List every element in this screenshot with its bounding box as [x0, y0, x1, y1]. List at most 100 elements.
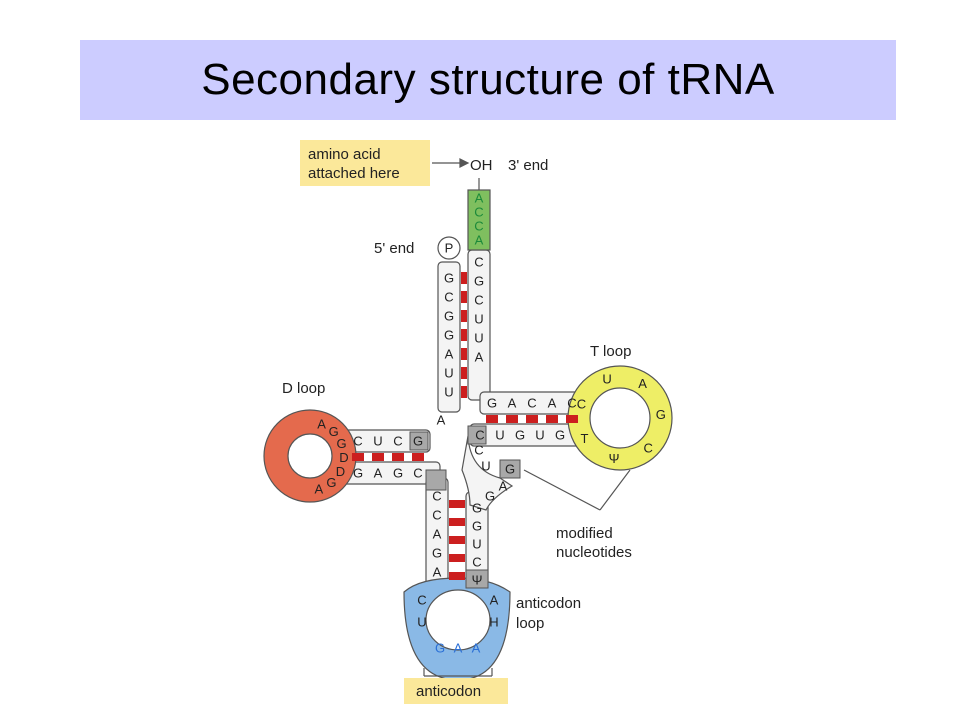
base-pair-bond [566, 415, 578, 423]
modified-label-line1: modified [556, 525, 613, 542]
nucleotide-acceptor-tail: A [475, 191, 484, 206]
nucleotide-t-bottom: U [495, 428, 504, 443]
nucleotide-ac-left: G [432, 546, 442, 561]
nucleotide-ac-loop-right: A [490, 593, 499, 608]
nucleotide-acceptor-tail: C [474, 219, 483, 234]
nucleotide-acceptor-5: C [444, 290, 453, 305]
five-end-label: 5' end [374, 240, 414, 257]
nucleotide-d-bottom: G [393, 466, 403, 481]
nucleotide-ac-right: G [472, 501, 482, 516]
nucleotide-ac-left: C [432, 489, 441, 504]
base-pair-bond [352, 453, 364, 461]
amino-acid-arrowhead [459, 158, 470, 168]
nucleotide-acceptor-3: U [474, 312, 483, 327]
nucleotide-variable: A [499, 479, 508, 494]
nucleotide-d-loop: D [336, 464, 345, 479]
nucleotide-d-loop: G [337, 436, 347, 451]
nucleotide-ac-left: A [433, 565, 442, 580]
oh-label: OH [470, 157, 493, 174]
base-pair-bond [461, 310, 467, 322]
nucleotide-connector: A [437, 413, 446, 428]
nucleotide-t-top: G [487, 396, 497, 411]
nucleotide-acceptor-5: G [444, 309, 454, 324]
nucleotide-d-loop: A [317, 417, 326, 432]
nucleotide-ac-loop-left: C [417, 593, 426, 608]
nucleotide-d-bottom: A [374, 466, 383, 481]
backbone [263, 189, 673, 681]
nucleotide-t-loop: Ψ [609, 451, 620, 466]
anticodon-loop-label-line2: loop [516, 615, 544, 632]
acceptor-5-strand [437, 261, 461, 413]
nucleotide-d-bottom: G [353, 466, 363, 481]
nucleotide-acceptor-3: A [475, 350, 484, 365]
nucleotide-acceptor-3: C [474, 293, 483, 308]
base-pair-bond [506, 415, 518, 423]
nucleotide-anticodon: G [435, 641, 445, 656]
nucleotide-t-loop: A [638, 376, 647, 391]
modified-mark [467, 425, 487, 445]
nucleotide-d-loop: G [326, 475, 336, 490]
nucleotide-acceptor-5: U [444, 366, 453, 381]
nucleotide-t-top: C [527, 396, 536, 411]
nucleotide-variable: U [481, 459, 490, 474]
nucleotide-ac-right: U [472, 537, 481, 552]
anticodon-label: anticodon [416, 683, 481, 700]
nucleotide-ac-right: Ψ [472, 573, 483, 588]
nucleotide-ac-loop-left: U [417, 615, 426, 630]
nucleotide-t-bottom: C [475, 428, 484, 443]
nucleotide-acceptor-5: A [445, 347, 454, 362]
nucleotide-ac-right: G [472, 519, 482, 534]
nucleotide-d-top: G [413, 434, 423, 449]
nucleotide-variable: G [485, 489, 495, 504]
nucleotide-t-loop: T [581, 431, 589, 446]
nucleotide-d-loop: A [314, 481, 323, 496]
base-pair-bond [486, 415, 498, 423]
base-pair-bond [461, 291, 467, 303]
nucleotide-t-bottom: G [555, 428, 565, 443]
nucleotide-acceptor-3: C [474, 255, 483, 270]
title-bar: Secondary structure of tRNA [80, 40, 896, 120]
nucleotide-t-top: A [508, 396, 517, 411]
pointer-lines [423, 158, 631, 677]
nucleotide-d-loop: G [329, 424, 339, 439]
base-pair-bond [546, 415, 558, 423]
nucleotide-ac-left: A [433, 527, 442, 542]
nucleotide-acceptor-5: G [444, 271, 454, 286]
amino-acid-label-box [300, 140, 430, 186]
nucleotide-acceptor-tail: A [475, 233, 484, 248]
modified-marks [409, 425, 521, 589]
amino-acid-label-line1: amino acid [308, 146, 381, 163]
base-pair-bond [449, 572, 465, 580]
t-loop-inner [589, 387, 651, 449]
nucleotide-variable: C [474, 443, 483, 458]
nucleotide-anticodon: A [472, 641, 481, 656]
base-pair-bond [449, 500, 465, 508]
anticodon-label-box [404, 678, 508, 704]
base-pair-bond [412, 453, 424, 461]
nucleotide-t-loop: C [643, 440, 652, 455]
base-pair-bond [461, 348, 467, 360]
nucleotide-t-loop: G [656, 407, 666, 422]
nucleotide-ac-loop-right: H [489, 615, 498, 630]
modified-mark [425, 469, 447, 491]
nucleotide-t-top: C [567, 396, 576, 411]
ac-loop-inner [425, 589, 491, 651]
nucleotide-acceptor-3: U [474, 331, 483, 346]
modified-mark [499, 459, 521, 479]
base-pair-bond [392, 453, 404, 461]
modified-pointer-2 [599, 469, 631, 511]
p-label: P [445, 241, 454, 256]
base-pair-bond [461, 367, 467, 379]
variable-loop [461, 435, 514, 511]
three-end-label: 3' end [508, 157, 548, 174]
base-pair-bond [461, 272, 467, 284]
anticodon-loop-label-line1: anticodon [516, 595, 581, 612]
t-loop-label: T loop [590, 343, 631, 360]
base-pair-bond [449, 518, 465, 526]
base-pair-bond [461, 386, 467, 398]
nucleotide-variable: G [505, 462, 515, 477]
d-loop-inner [287, 433, 333, 479]
modified-mark [465, 569, 489, 589]
nucleotide-acceptor-5: U [444, 385, 453, 400]
